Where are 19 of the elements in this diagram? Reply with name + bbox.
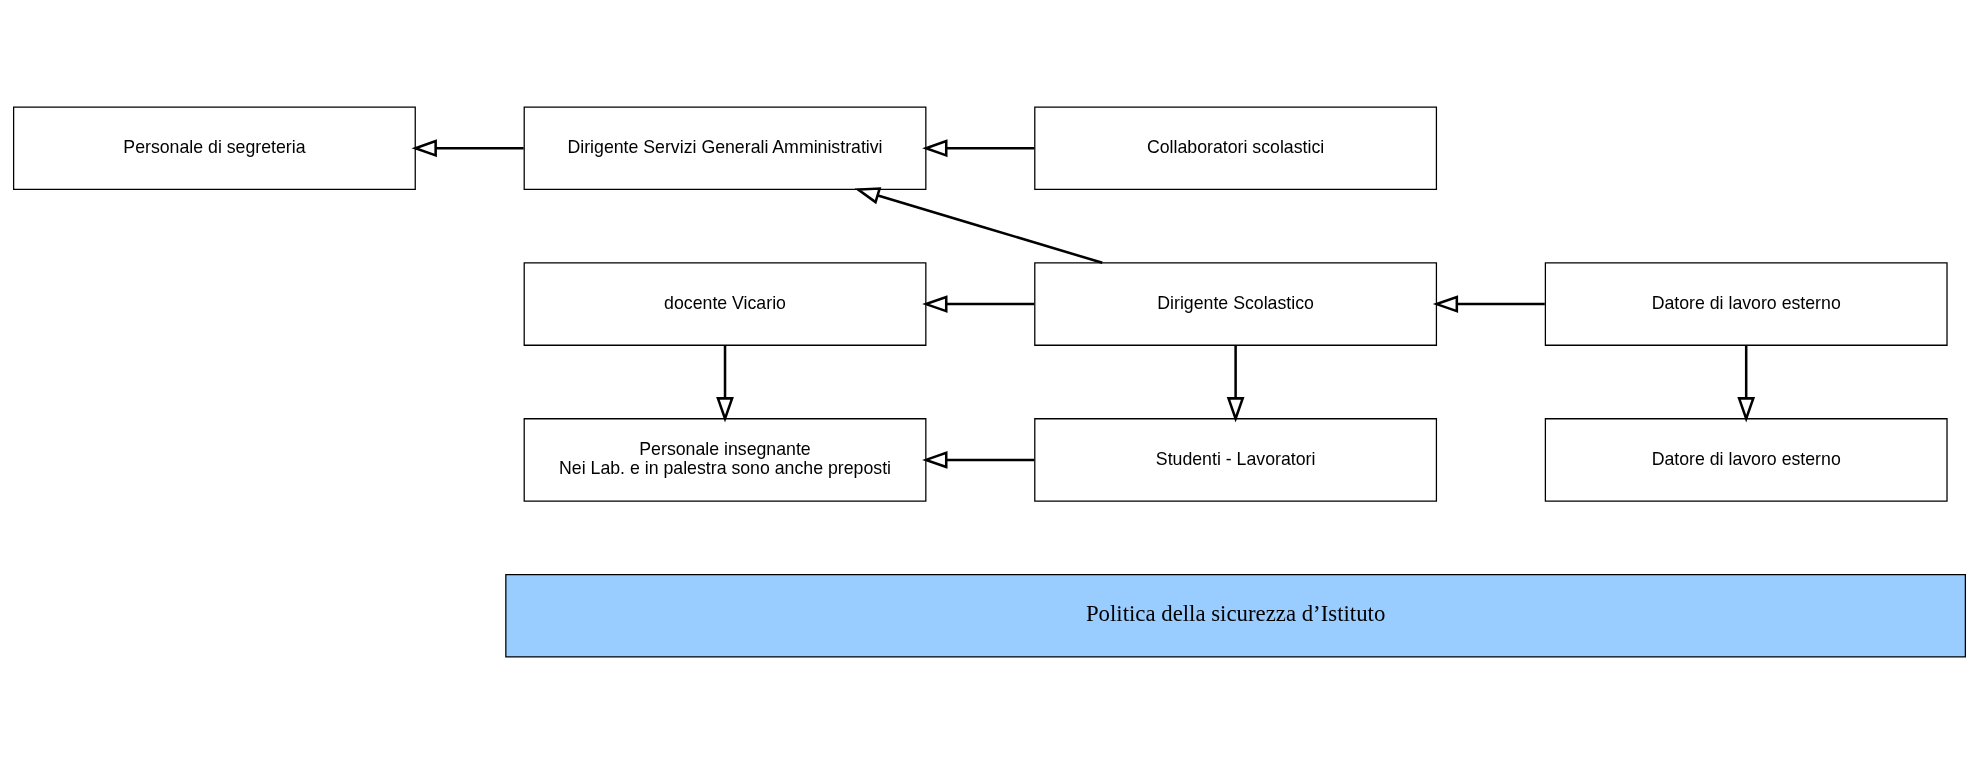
node-box: Datore di lavoro esterno	[1544, 417, 1948, 502]
node-box: Dirigente Servizi Generali Amministrativi	[523, 105, 927, 190]
arrow	[411, 138, 524, 157]
arrow	[922, 294, 1035, 313]
node-box: Studenti - Lavoratori	[1034, 417, 1438, 502]
node-box: Politica della sicurezza d’Istituto	[505, 573, 1966, 658]
arrow	[854, 186, 1103, 264]
node-box: Collaboratori scolastici	[1034, 105, 1438, 190]
arrow	[922, 450, 1035, 469]
arrow	[1432, 294, 1545, 313]
arrow	[716, 345, 734, 422]
node-box: Personale di segreteria	[13, 105, 416, 190]
node-box: docente Vicario	[523, 261, 927, 346]
node-box: Datore di lavoro esterno	[1544, 261, 1948, 346]
arrow	[1226, 345, 1245, 422]
node-box: Dirigente Scolastico	[1034, 261, 1438, 346]
arrow	[1737, 345, 1756, 422]
arrow	[922, 138, 1035, 157]
node-box: Personale insegnante Nei Lab. e in palestra sono anche preposti	[523, 417, 927, 502]
